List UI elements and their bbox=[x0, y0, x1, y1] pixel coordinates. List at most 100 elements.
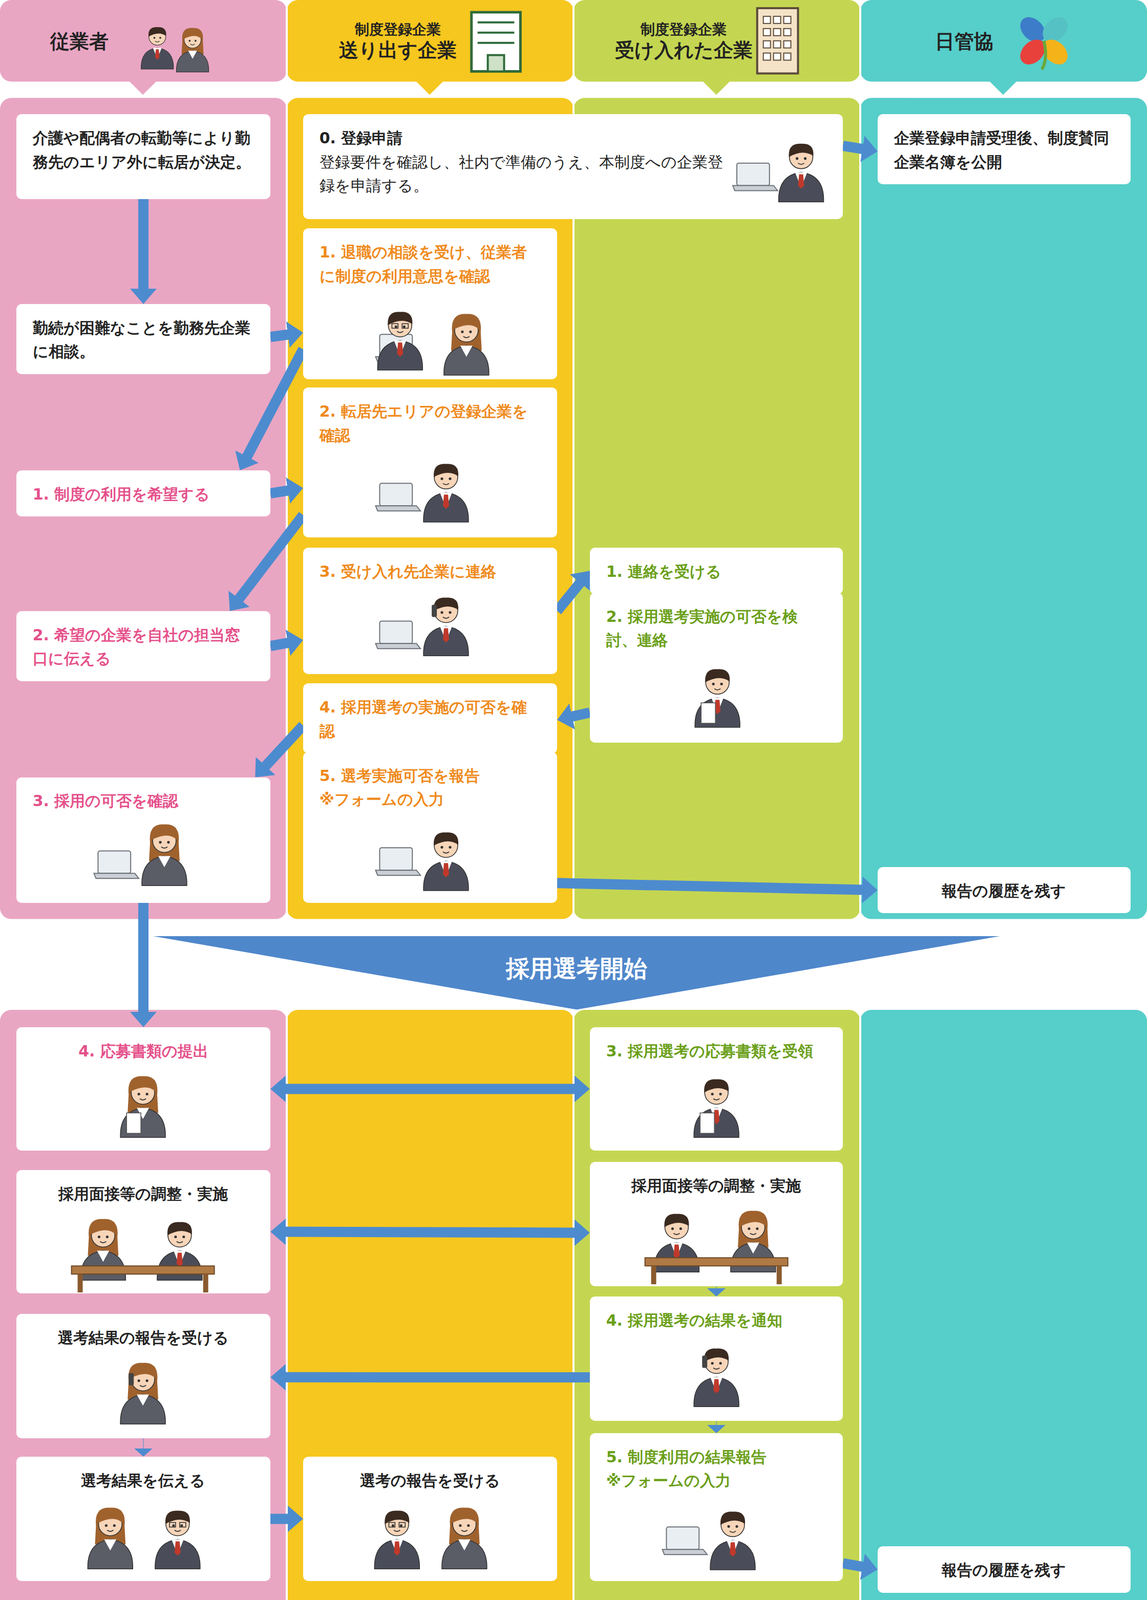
process-box: 勤続が困難なことを勤務先企業に相談。 bbox=[16, 304, 271, 375]
process-box: 2. 採用選考実施の可否を検討、連絡 bbox=[589, 592, 843, 743]
lane-gap bbox=[572, 0, 575, 1600]
step-note: 登録要件を確認し、社内で準備のうえ、本制度への企業登録を申請する。 bbox=[319, 150, 726, 199]
step-label: 選考結果を伝える bbox=[32, 1469, 254, 1494]
flow-arrow bbox=[557, 582, 581, 612]
phase-band: 採用選考開始 bbox=[153, 936, 1001, 1010]
process-box: 選考結果を伝える bbox=[16, 1457, 271, 1582]
lane-header-ground bbox=[0, 0, 287, 82]
step-label: 1. 退職の相談を受け、従業者に制度の利用意思を確認 bbox=[319, 240, 541, 289]
process-box: 選考の報告を受ける bbox=[303, 1457, 558, 1582]
step-label: 5. 選考実施可否を報告 bbox=[319, 764, 541, 789]
process-box: 4. 採用選考の結果を通知 bbox=[589, 1297, 843, 1422]
process-box: 5. 制度利用の結果報告※フォームの入力 bbox=[589, 1433, 843, 1582]
step-label: 採用面接等の調整・実施 bbox=[606, 1174, 827, 1199]
process-box: 3. 採用の可否を確認 bbox=[16, 777, 271, 904]
process-box: 4. 応募書類の提出 bbox=[16, 1027, 271, 1152]
band-label: 採用選考開始 bbox=[153, 950, 1001, 988]
step-label: 選考の報告を受ける bbox=[319, 1469, 541, 1494]
process-box: 1. 制度の利用を希望する bbox=[16, 470, 271, 517]
process-box: 1. 退職の相談を受け、従業者に制度の利用意思を確認 bbox=[303, 228, 558, 380]
step-label: 3. 採用選考の応募書類を受領 bbox=[606, 1039, 827, 1065]
step-label: 4. 応募書類の提出 bbox=[32, 1039, 254, 1065]
lane-header: 制度登録企業送り出す企業 bbox=[286, 0, 574, 82]
flow-arrow bbox=[238, 515, 304, 600]
lane-panel bbox=[0, 97, 287, 920]
lane-title: 送り出す企業 bbox=[338, 38, 457, 63]
process-box: 0. 登録申請登録要件を確認し、社内で準備のうえ、本制度への企業登録を申請する。 bbox=[303, 114, 843, 220]
lane-header: 従業者 bbox=[0, 0, 287, 82]
lane-panel bbox=[573, 1010, 861, 1600]
step-label: 選考結果の報告を受ける bbox=[32, 1326, 254, 1351]
step-label: 4. 採用選考の結果を通知 bbox=[606, 1309, 827, 1334]
flow-arrow bbox=[138, 199, 149, 290]
flow-arrow bbox=[270, 1514, 289, 1525]
flow-arrow bbox=[715, 1421, 717, 1426]
step-label: 1. 連絡を受ける bbox=[606, 560, 827, 585]
step-label: 企業登録申請受理後、制度賛同企業名簿を公開 bbox=[894, 126, 1115, 175]
process-box: 選考結果の報告を受ける bbox=[16, 1314, 271, 1439]
lane-gap bbox=[859, 0, 862, 1600]
process-box: 採用面接等の調整・実施 bbox=[589, 1162, 843, 1287]
step-note: ※フォームの入力 bbox=[606, 1469, 827, 1494]
lane-title: 制度登録企業 bbox=[354, 20, 441, 39]
lane-title: 従業者 bbox=[50, 29, 109, 55]
process-box: 3. 採用選考の応募書類を受領 bbox=[589, 1027, 843, 1152]
lane-title: 日管協 bbox=[935, 29, 994, 55]
flow-arrow bbox=[570, 712, 590, 717]
process-box: 4. 採用選考の実施の可否を確認 bbox=[303, 683, 558, 754]
flow-arrow bbox=[142, 1438, 144, 1450]
lane-panel bbox=[286, 1010, 574, 1600]
lane-header-ground bbox=[286, 0, 574, 82]
step-label: 1. 制度の利用を希望する bbox=[32, 482, 254, 507]
process-box: 2. 希望の企業を自社の担当窓口に伝える bbox=[16, 611, 271, 682]
process-box: 3. 受け入れ先企業に連絡 bbox=[303, 547, 558, 675]
flow-arrow bbox=[270, 643, 289, 647]
lane-panel bbox=[286, 97, 574, 920]
lane-title: 制度登録企業 bbox=[640, 20, 727, 39]
step-label: 5. 制度利用の結果報告 bbox=[606, 1446, 827, 1471]
step-label: 勤続が困難なことを勤務先企業に相談。 bbox=[32, 316, 254, 365]
flow-arrow bbox=[270, 490, 289, 494]
lane-header: 日管協 bbox=[860, 0, 1147, 82]
step-label: 2. 希望の企業を自社の担当窓口に伝える bbox=[32, 623, 254, 672]
illustration bbox=[0, 0, 287, 82]
process-box: 5. 選考実施可否を報告※フォームの入力 bbox=[303, 752, 558, 904]
flow-arrow bbox=[842, 145, 864, 150]
lane-title: 受け入れた企業 bbox=[614, 38, 753, 63]
process-box: 企業登録申請受理後、制度賛同企業名簿を公開 bbox=[877, 114, 1131, 185]
flow-arrow bbox=[284, 1232, 576, 1234]
step-note: ※フォームの入力 bbox=[319, 788, 541, 813]
step-label: 報告の履歴を残す bbox=[894, 879, 1115, 904]
lane-header-ground bbox=[860, 0, 1147, 82]
illustration bbox=[860, 0, 1147, 82]
lane-header-ground bbox=[573, 0, 861, 82]
step-label: 0. 登録申請 bbox=[319, 126, 726, 151]
flow-arrow bbox=[842, 1563, 864, 1568]
lane-panel bbox=[573, 97, 861, 920]
process-box: 採用面接等の調整・実施 bbox=[16, 1170, 271, 1294]
header-pointer bbox=[988, 80, 1018, 95]
step-label: 2. 転居先エリアの登録企業を確認 bbox=[319, 399, 541, 448]
lane-header: 制度登録企業受け入れた企業 bbox=[573, 0, 861, 82]
process-box: 介護や配偶者の転勤等により勤務先のエリア外に転居が決定。 bbox=[16, 114, 271, 199]
flow-arrow bbox=[557, 883, 864, 890]
flow-arrow bbox=[715, 1286, 717, 1289]
step-label: 介護や配偶者の転勤等により勤務先のエリア外に転居が決定。 bbox=[32, 126, 254, 175]
lane-panel bbox=[860, 97, 1147, 920]
lane-gap bbox=[285, 0, 288, 1600]
flow-arrow bbox=[264, 725, 304, 768]
flow-arrow bbox=[270, 334, 289, 338]
step-label: 採用面接等の調整・実施 bbox=[32, 1182, 254, 1207]
process-box: 報告の履歴を残す bbox=[877, 1546, 1131, 1593]
step-label: 2. 採用選考実施の可否を検討、連絡 bbox=[606, 605, 827, 653]
flow-arrow bbox=[138, 903, 149, 1014]
flow-arrow bbox=[284, 1084, 576, 1095]
process-box: 1. 連絡を受ける bbox=[589, 547, 843, 594]
process-box: 2. 転居先エリアの登録企業を確認 bbox=[303, 387, 558, 538]
lane-panel bbox=[860, 1010, 1147, 1600]
step-label: 報告の履歴を残す bbox=[894, 1559, 1115, 1584]
step-label: 4. 採用選考の実施の可否を確認 bbox=[319, 695, 541, 744]
flow-arrow bbox=[284, 1372, 590, 1384]
lane-panel bbox=[0, 1010, 287, 1600]
process-box: 報告の履歴を残す bbox=[877, 867, 1131, 914]
